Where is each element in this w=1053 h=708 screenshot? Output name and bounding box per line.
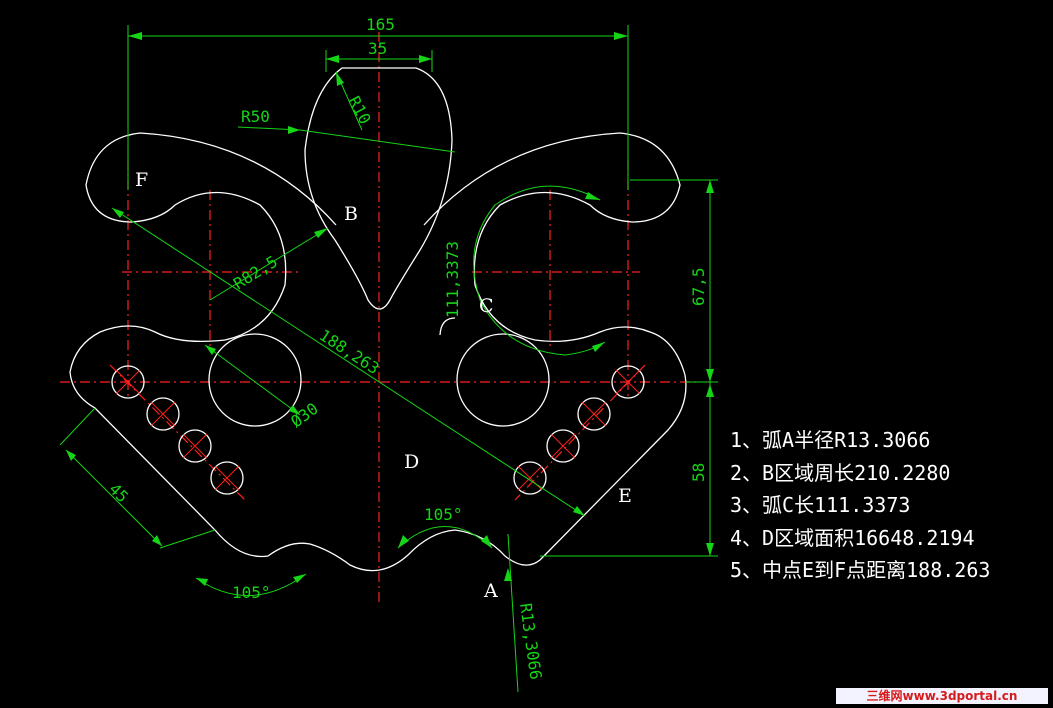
note-item: 1、弧A半径R13.3066: [730, 428, 931, 452]
label-f: F: [135, 169, 148, 191]
hole-left-4: [210, 461, 244, 495]
note-item: 2、B区域周长210.2280: [730, 460, 951, 485]
hole-large-right: [456, 333, 550, 427]
label-d: D: [404, 451, 419, 473]
holes: [111, 333, 645, 495]
dim-angle-center: 105°: [424, 505, 463, 524]
dim-188-263: 188,263: [316, 325, 383, 378]
hole-left-2: [146, 397, 180, 431]
dim-arc-c-length: 111,3373: [443, 241, 462, 318]
watermark: 三维网www.3dportal.cn: [836, 688, 1048, 704]
dim-angle-left: 105°: [232, 583, 271, 602]
dimension-texts: 165 35 R10 R50 R82,5 111,3373 188,263 Ø3…: [105, 15, 708, 681]
label-b: B: [344, 203, 358, 225]
dim-58: 58: [689, 463, 708, 482]
note-item: 5、中点E到F点距离188.263: [730, 558, 991, 582]
dim-r13-3066: R13,3066: [516, 602, 546, 681]
hole-left-3: [178, 429, 212, 463]
dim-r82-5: R82,5: [230, 252, 281, 294]
dimension-lines: [59, 25, 718, 693]
hole-large-left: [208, 333, 302, 427]
label-a: A: [483, 580, 498, 602]
dim-67-5: 67,5: [689, 267, 708, 306]
dim-165: 165: [366, 15, 395, 34]
hole-right-3: [546, 429, 580, 463]
dim-r50: R50: [241, 107, 270, 126]
note-item: 3、弧C长111.3373: [730, 493, 911, 517]
dim-45: 45: [105, 479, 132, 506]
dim-hole-diameter: Ø30: [287, 399, 322, 431]
hole-right-1: [611, 365, 645, 399]
label-c: C: [479, 295, 494, 317]
point-labels: F B C D E A: [135, 169, 632, 602]
label-e: E: [618, 485, 632, 507]
notes-list: 1、弧A半径R13.3066 2、B区域周长210.2280 3、弧C长111.…: [730, 424, 990, 587]
note-item: 4、D区域面积16648.2194: [730, 525, 975, 550]
part-outline: [69, 67, 687, 572]
hole-right-2: [577, 397, 611, 431]
center-lines: [60, 32, 700, 604]
hole-left-1: [111, 365, 145, 399]
dim-35: 35: [368, 39, 387, 58]
dim-r10: R10: [344, 93, 374, 127]
hole-right-4: [513, 461, 547, 495]
